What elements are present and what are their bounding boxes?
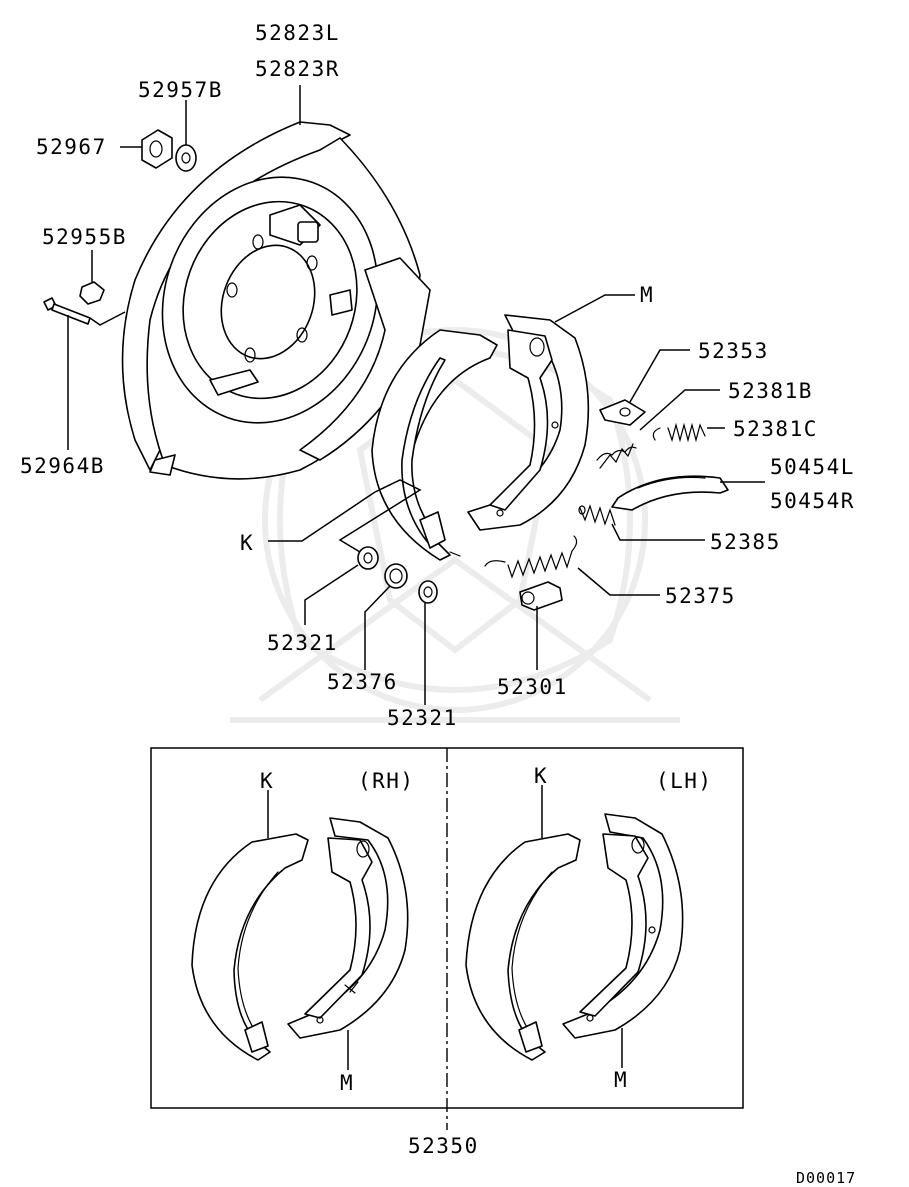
label-52964b: 52964B [20, 454, 105, 478]
cup-52321-lower[interactable] [418, 580, 438, 604]
label-52823l: 52823L [255, 21, 340, 45]
cup-52321-upper[interactable] [357, 546, 379, 570]
inset-rh-label: (RH) [358, 769, 415, 793]
label-52823r: 52823R [255, 57, 340, 81]
rh-shoe-k[interactable] [191, 833, 309, 1061]
leader-lines [67, 85, 765, 705]
shoe-assembly-inset: (RH) (LH) K M K M [150, 747, 744, 1130]
rh-shoe-m[interactable] [287, 817, 409, 1039]
nut-52967[interactable] [141, 129, 173, 169]
part-labels: 52823L 52823R 52957B 52967 52955B 52964B… [20, 21, 855, 730]
lh-shoe-m[interactable] [562, 813, 684, 1039]
backing-plate[interactable] [121, 121, 431, 480]
inset-rh-k: K [260, 769, 274, 793]
label-52381b: 52381B [728, 379, 813, 403]
label-m: M [640, 283, 654, 307]
label-52376: 52376 [327, 670, 398, 694]
label-52385: 52385 [710, 530, 781, 554]
label-52321-lower: 52321 [387, 706, 458, 730]
brake-shoe-k[interactable] [371, 329, 498, 561]
label-52301: 52301 [497, 675, 568, 699]
label-50454l: 50454L [770, 455, 855, 479]
label-52381c: 52381C [733, 417, 818, 441]
label-52967: 52967 [36, 135, 107, 159]
brake-shoe-m[interactable] [467, 314, 590, 531]
label-52957b: 52957B [138, 78, 223, 102]
label-50454r: 50454R [770, 489, 855, 513]
diagram-code: D00017 [796, 1169, 856, 1187]
label-52350: 52350 [408, 1134, 479, 1158]
spring-52381c[interactable] [652, 422, 706, 443]
shoe-kit-50454[interactable] [611, 475, 729, 511]
label-52955b: 52955B [42, 225, 127, 249]
inset-lh-label: (LH) [656, 769, 713, 793]
adjuster-52301[interactable] [519, 581, 563, 611]
spring-52376[interactable] [384, 563, 408, 589]
inset-lh-k: K [534, 764, 548, 788]
strut-clip-52353[interactable] [599, 399, 646, 426]
clip-52955b[interactable] [79, 281, 105, 305]
washer-52957b[interactable] [175, 144, 197, 172]
bolt-52964b[interactable] [43, 297, 91, 325]
watermark-logo [230, 327, 680, 723]
spring-52375[interactable] [484, 535, 578, 579]
spring-52381b[interactable] [596, 443, 637, 469]
inset-rh-m: M [340, 1071, 354, 1095]
label-52321-upper: 52321 [267, 631, 338, 655]
lh-shoe-k[interactable] [465, 833, 581, 1061]
label-k: K [240, 531, 254, 555]
label-52375: 52375 [665, 584, 736, 608]
inset-lh-m: M [614, 1068, 628, 1092]
spring-52385[interactable] [578, 504, 616, 526]
label-52353: 52353 [698, 339, 769, 363]
